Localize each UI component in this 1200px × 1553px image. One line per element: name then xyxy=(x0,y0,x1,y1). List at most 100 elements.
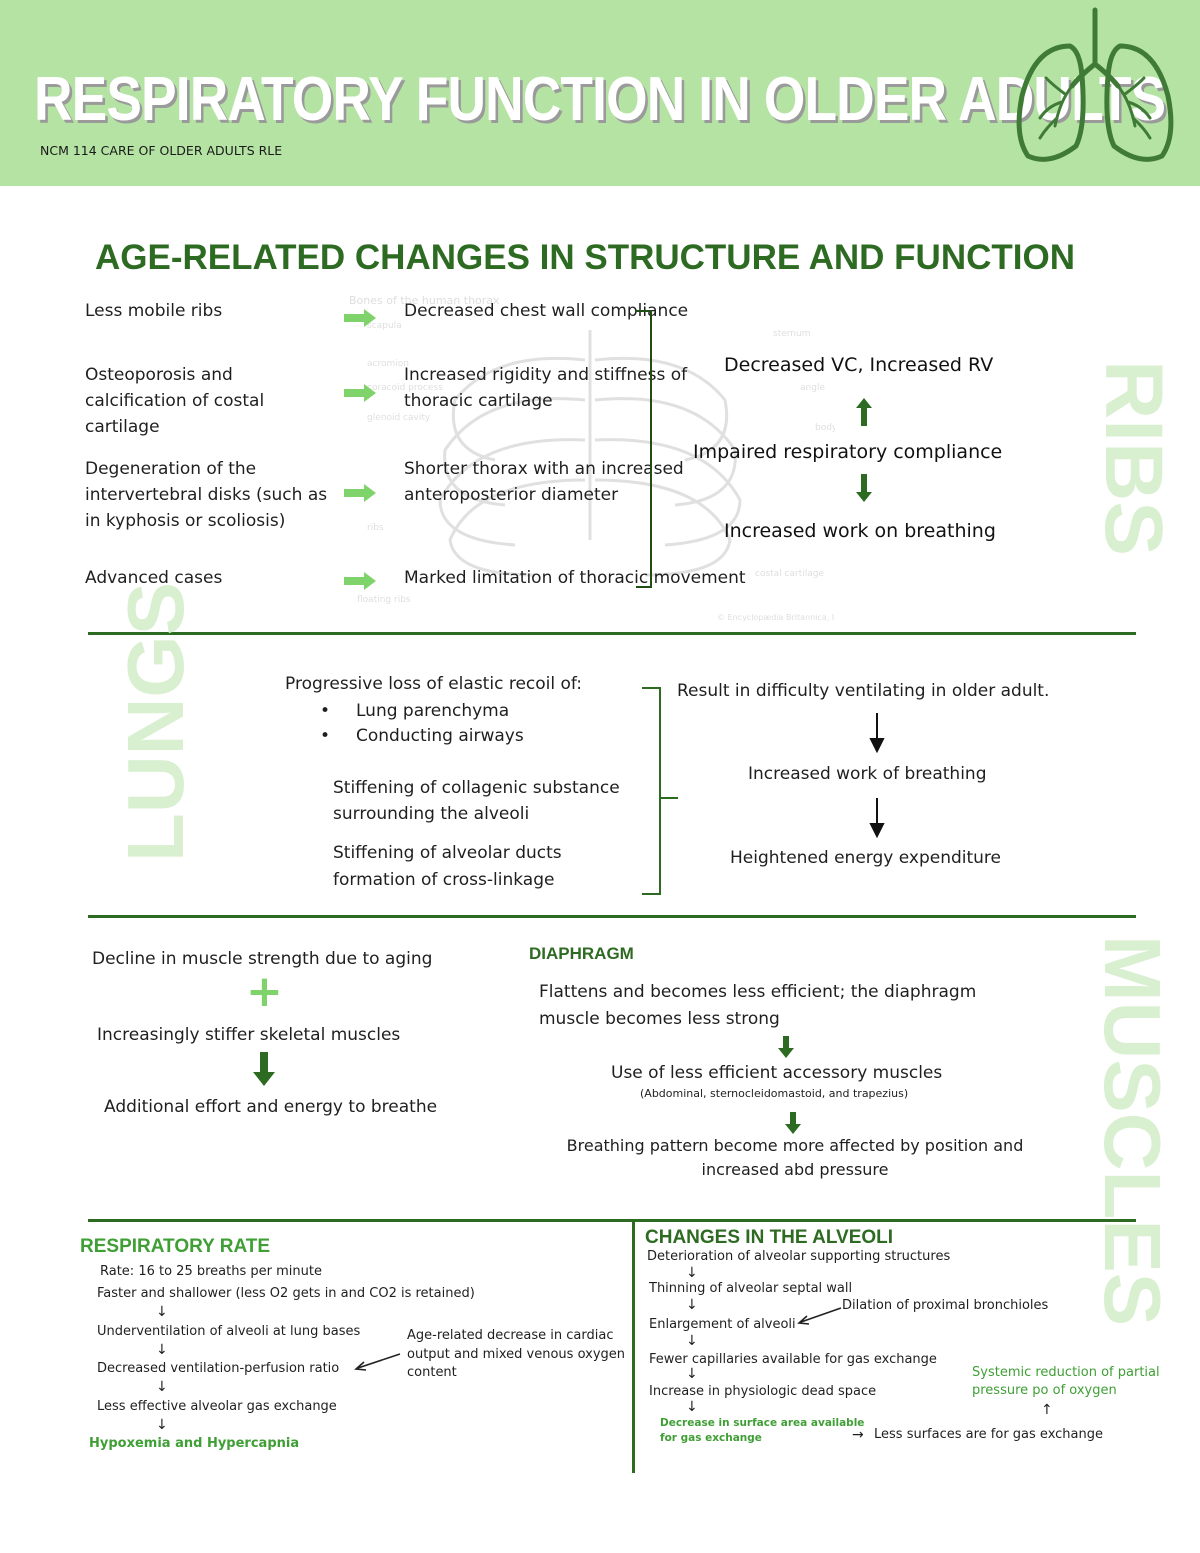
alveoli-step-4: Fewer capillaries available for gas exch… xyxy=(649,1352,937,1367)
arrow-down-icon xyxy=(856,474,872,502)
ribs-effect-3: Shorter thorax with an increased anterop… xyxy=(404,459,684,505)
arrow-right-icon xyxy=(344,384,376,402)
page-title: RESPIRATORY FUNCTION IN OLDER ADULTS xyxy=(34,65,1166,134)
ribs-cause-2: Osteoporosis and calcification of costal… xyxy=(85,365,265,437)
muscles-line2: Increasingly stiffer skeletal muscles xyxy=(97,1025,401,1045)
lungs-item3-line2: formation of cross-linkage xyxy=(333,870,555,890)
alveoli-side-less: Less surfaces are for gas exchange xyxy=(874,1427,1104,1442)
diagram-label-ribs: ribs xyxy=(367,523,384,533)
ribs-cause-4: Advanced cases xyxy=(85,568,223,588)
diaphragm-line3b: increased abd pressure xyxy=(701,1160,889,1179)
muscles-vertical-label: MUSCLES xyxy=(1088,935,1177,1327)
arrow-right-icon xyxy=(344,309,376,327)
plus-icon: + xyxy=(246,966,283,1017)
lungs-step3: Heightened energy expenditure xyxy=(730,848,1001,868)
arrow-down-icon: ↓ xyxy=(686,1265,698,1281)
diagram-label-scapula: scapula xyxy=(367,321,402,331)
divider xyxy=(88,915,1136,918)
ribs-effect-4: Marked limitation of thoracic movement xyxy=(404,568,746,588)
lungs-item3-line1: Stiffening of alveolar ducts xyxy=(333,843,562,863)
alveoli-side-systemic-1: Systemic reduction of partial xyxy=(972,1365,1160,1380)
ribs-cause-3: Degeneration of the intervertebral disks… xyxy=(85,459,328,531)
rr-final: Hypoxemia and Hypercapnia xyxy=(89,1436,300,1451)
respiratory-rate-heading: RESPIRATORY RATE xyxy=(80,1236,271,1257)
lungs-intro: Progressive loss of elastic recoil of: xyxy=(285,674,583,694)
ribs-bracket xyxy=(636,310,652,588)
diaphragm-line3a: Breathing pattern become more affected b… xyxy=(566,1136,1024,1155)
arrow-up-icon xyxy=(856,398,872,426)
arrow-up-icon: ↑ xyxy=(1041,1402,1053,1418)
lungs-vertical-label: LUNGS xyxy=(111,582,200,862)
column-divider xyxy=(632,1221,635,1473)
arrow-right-icon: → xyxy=(852,1427,864,1443)
arrow-down-icon: ↓ xyxy=(156,1417,168,1433)
diagram-title: Bones of the human thorax xyxy=(349,294,500,307)
divider xyxy=(88,1219,1136,1222)
lungs-bullet-1: Lung parenchyma xyxy=(356,701,510,721)
arrow-down-icon: ↓ xyxy=(686,1297,698,1313)
alveoli-step-1: Deterioration of alveolar supporting str… xyxy=(647,1249,951,1264)
arrow-down-icon xyxy=(778,1036,794,1058)
bullet-icon: • xyxy=(320,701,331,721)
alveoli-final-2: for gas exchange xyxy=(660,1432,762,1444)
ribs-effect-1: Decreased chest wall compliance xyxy=(404,301,689,321)
ribs-effect-2: Increased rigidity and stiffness of thor… xyxy=(404,365,688,411)
arrow-down-icon xyxy=(785,1112,801,1134)
lungs-item2-line1: Stiffening of collagenic substance xyxy=(333,778,620,798)
respiratory-rate-value: Rate: 16 to 25 breaths per minute xyxy=(100,1264,322,1279)
arrow-down-icon: ↓ xyxy=(686,1399,698,1415)
alveoli-step-2: Thinning of alveolar septal wall xyxy=(649,1281,853,1296)
lungs-bracket xyxy=(642,687,678,895)
ribs-outcome-middle: Impaired respiratory compliance xyxy=(693,441,1003,463)
bullet-icon: • xyxy=(320,726,331,746)
arrow-right-icon xyxy=(344,572,376,590)
arrow-left-icon xyxy=(797,1307,842,1325)
arrow-down-icon xyxy=(869,713,885,753)
lungs-step2: Increased work of breathing xyxy=(748,764,987,784)
alveoli-side-dilation: Dilation of proximal bronchioles xyxy=(842,1298,1049,1313)
diagram-label-acromion: acromion xyxy=(367,359,409,369)
diaphragm-heading: DIAPHRAGM xyxy=(529,944,634,963)
rr-step-4: Less effective alveolar gas exchange xyxy=(97,1399,337,1414)
arrow-left-icon xyxy=(354,1353,401,1371)
diagram-label-body: body xyxy=(815,423,835,433)
diaphragm-line1b: muscle becomes less strong xyxy=(539,1009,780,1029)
arrow-down-icon: ↓ xyxy=(156,1379,168,1395)
arrow-down-icon: ↓ xyxy=(156,1342,168,1358)
alveoli-step-5: Increase in physiologic dead space xyxy=(649,1384,877,1399)
alveoli-final-1: Decrease in surface area available xyxy=(660,1417,865,1429)
thorax-diagram: Bones of the human thorax scapula acromi… xyxy=(349,294,835,622)
diagram-credit: © Encyclopædia Britannica, Inc. xyxy=(717,613,835,622)
header-banner xyxy=(0,0,1200,186)
muscles-line1: Decline in muscle strength due to aging xyxy=(92,949,433,969)
rr-step-2: Underventilation of alveoli at lung base… xyxy=(97,1324,361,1339)
arrow-right-icon xyxy=(344,484,376,502)
lungs-icon xyxy=(1016,7,1174,162)
rr-step-1: Faster and shallower (less O2 gets in an… xyxy=(97,1286,475,1301)
rr-step-3: Decreased ventilation-perfusion ratio xyxy=(97,1361,340,1376)
muscles-line3: Additional effort and energy to breathe xyxy=(104,1097,438,1117)
rr-side-note-1: Age-related decrease in cardiac xyxy=(407,1328,614,1343)
diagram-label-costal: costal cartilage xyxy=(755,569,824,579)
diaphragm-line2: Use of less efficient accessory muscles xyxy=(611,1063,943,1083)
arrow-down-icon: ↓ xyxy=(686,1333,698,1349)
alveoli-side-systemic-2: pressure po of oxygen xyxy=(972,1383,1117,1398)
diagram-label-floating: floating ribs xyxy=(357,595,411,605)
ribs-cause-1: Less mobile ribs xyxy=(85,301,223,321)
divider xyxy=(88,632,1136,635)
diagram-label-coracoid: coracoid process xyxy=(367,383,443,393)
ribs-outcome-bottom: Increased work on breathing xyxy=(724,520,996,542)
arrow-down-icon: ↓ xyxy=(156,1304,168,1320)
rr-side-note-2: output and mixed venous oxygen xyxy=(407,1347,626,1362)
diagram-label-glenoid: glenoid cavity xyxy=(367,413,431,423)
lungs-result: Result in difficulty ventilating in olde… xyxy=(677,681,1050,701)
alveoli-heading: CHANGES IN THE ALVEOLI xyxy=(645,1227,894,1248)
diagram-label-sternum: sternum xyxy=(773,329,810,339)
diagram-label-angle: angle xyxy=(800,383,825,393)
lungs-item2-line2: surrounding the alveoli xyxy=(333,804,530,824)
ribs-outcome-top: Decreased VC, Increased RV xyxy=(724,354,994,376)
lungs-bullet-2: Conducting airways xyxy=(356,726,524,746)
arrow-down-icon: ↓ xyxy=(686,1366,698,1382)
section-title: AGE-RELATED CHANGES IN STRUCTURE AND FUN… xyxy=(95,238,1075,277)
diaphragm-line2-note: (Abdominal, sternocleidomastoid, and tra… xyxy=(640,1087,909,1100)
